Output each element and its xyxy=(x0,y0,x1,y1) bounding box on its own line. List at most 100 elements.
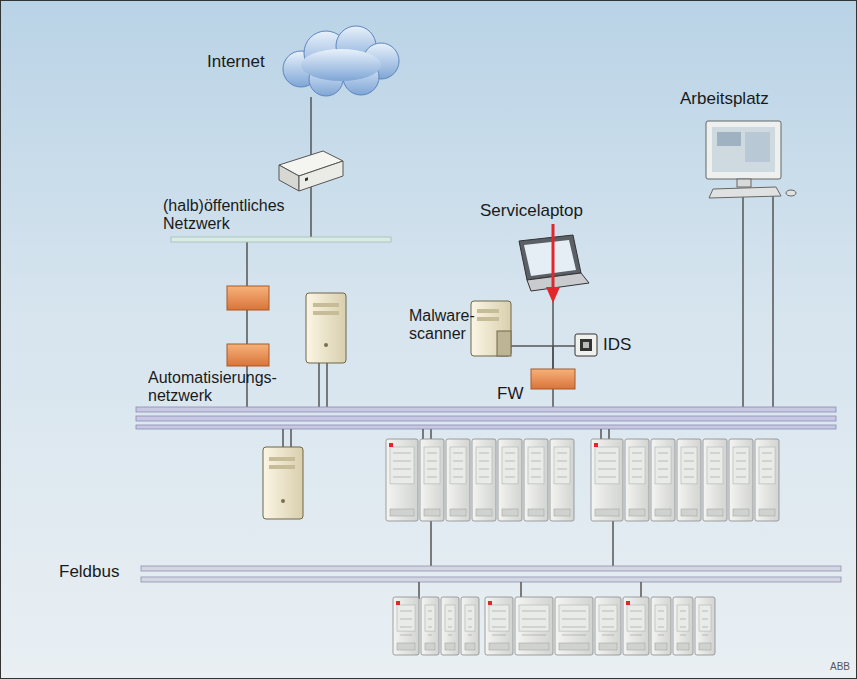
module-panel xyxy=(681,447,697,484)
module-slot xyxy=(428,635,432,636)
module-slot xyxy=(427,461,437,462)
module-slot xyxy=(492,635,506,636)
network-node: Servicelaptop xyxy=(516,233,591,293)
module-terminal xyxy=(465,643,475,650)
wire xyxy=(326,361,328,407)
module-slot xyxy=(400,635,412,636)
io-module xyxy=(550,439,574,521)
module-panel xyxy=(629,447,645,484)
module-slot xyxy=(479,469,489,470)
io-module xyxy=(623,597,649,655)
wire xyxy=(318,361,320,407)
module-slot xyxy=(632,477,642,478)
module-slot xyxy=(479,453,489,454)
module-terminal xyxy=(595,509,619,516)
module-slot xyxy=(602,611,614,612)
module-slot xyxy=(522,619,546,620)
io-module xyxy=(595,597,621,655)
module-panel xyxy=(707,447,723,484)
module-slot xyxy=(531,477,541,478)
io-module xyxy=(472,439,496,521)
node-label: Internet xyxy=(207,53,265,71)
io-module xyxy=(446,439,470,521)
module-terminal xyxy=(559,643,589,650)
module-slot xyxy=(680,635,686,636)
module-slot xyxy=(658,453,668,454)
wire xyxy=(612,519,614,566)
io-module xyxy=(755,439,779,521)
module-slot xyxy=(400,611,412,612)
module-terminal xyxy=(425,643,435,650)
network-node: Arbeitsplatz xyxy=(706,121,781,197)
wire xyxy=(772,196,774,407)
module-panel xyxy=(627,605,645,631)
module-panel xyxy=(476,447,492,484)
io-module xyxy=(420,439,444,521)
module-slot xyxy=(736,453,746,454)
status-led xyxy=(594,443,598,447)
module-slot xyxy=(557,469,567,470)
module-terminal xyxy=(629,509,645,516)
status-led xyxy=(488,601,492,605)
module-slot xyxy=(602,627,614,628)
io-module xyxy=(591,439,623,521)
module-slot xyxy=(710,469,720,470)
module-slot xyxy=(632,461,642,462)
io-module xyxy=(524,439,548,521)
module-slot xyxy=(680,627,686,628)
module-panel xyxy=(397,605,415,631)
access-arrow xyxy=(546,224,560,303)
module-slot xyxy=(393,469,411,470)
module-slot xyxy=(762,469,772,470)
module-slot xyxy=(505,453,515,454)
field-devices xyxy=(393,597,715,655)
server-icon xyxy=(306,293,346,363)
module-slot xyxy=(453,461,463,462)
status-led xyxy=(389,443,393,447)
module-terminal xyxy=(627,643,645,650)
module-terminal xyxy=(445,643,455,650)
module-slot xyxy=(428,619,432,620)
module-panel xyxy=(554,447,570,484)
network-node: Malware- scanner xyxy=(471,301,511,356)
module-terminal xyxy=(450,509,466,516)
module-slot xyxy=(522,635,546,636)
io-module xyxy=(441,597,459,655)
server-icon xyxy=(471,301,511,356)
module-slot xyxy=(468,635,472,636)
module-slot xyxy=(531,461,541,462)
fieldbus-bars xyxy=(141,566,841,582)
network-link xyxy=(511,346,553,369)
module-panel xyxy=(733,447,749,484)
io-module xyxy=(461,597,479,655)
module-slot xyxy=(632,469,642,470)
module-slot xyxy=(427,453,437,454)
network-node: (halb)öffentliches Netzwerk xyxy=(171,237,391,242)
module-slot xyxy=(522,627,546,628)
module-slot xyxy=(531,469,541,470)
module-slot xyxy=(562,635,586,636)
module-terminal xyxy=(519,643,549,650)
module-slot xyxy=(505,477,515,478)
brand-mark: ABB xyxy=(830,661,850,672)
io-module xyxy=(393,597,419,655)
module-slot xyxy=(468,627,472,628)
module-slot xyxy=(427,469,437,470)
module-panel xyxy=(390,447,414,484)
module-slot xyxy=(658,469,668,470)
network-node: IDS xyxy=(575,334,597,356)
module-slot xyxy=(562,627,586,628)
io-module xyxy=(673,597,693,655)
firewall-icon xyxy=(227,286,269,310)
module-slot xyxy=(531,453,541,454)
module-slot xyxy=(702,619,708,620)
module-slot xyxy=(598,461,616,462)
io-module xyxy=(703,439,727,521)
network-link xyxy=(553,346,575,369)
automation-network-bars xyxy=(136,407,836,429)
module-slot xyxy=(680,619,686,620)
io-module xyxy=(555,597,593,655)
module-slot xyxy=(522,611,546,612)
module-slot xyxy=(702,611,708,612)
